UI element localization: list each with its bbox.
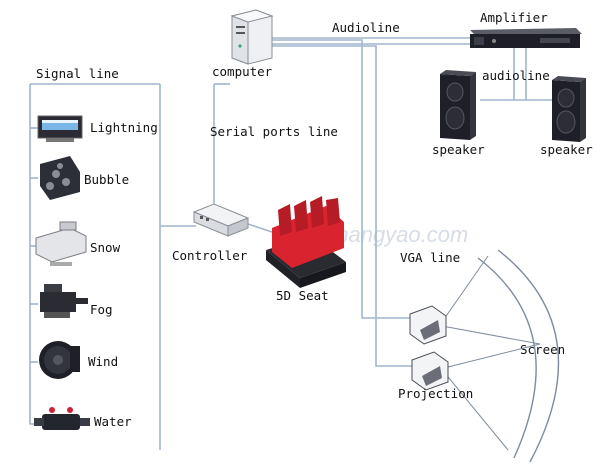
projection-label: Projection <box>398 386 473 401</box>
audioline-mid-label: audioline <box>482 68 550 83</box>
controller-icon <box>192 203 250 237</box>
serial-ports-label: Serial ports line <box>210 124 338 139</box>
effect-label-bubble: Bubble <box>84 172 129 187</box>
speaker-left-label: speaker <box>432 142 485 157</box>
effect-label-water: Water <box>94 414 132 429</box>
projector-bottom-icon <box>411 351 449 391</box>
projector-top-icon <box>409 305 447 345</box>
effect-label-fog: Fog <box>90 302 113 317</box>
fog-icon <box>40 284 88 318</box>
seat-icon <box>266 196 346 288</box>
lightning-icon <box>37 115 83 142</box>
controller-label: Controller <box>172 248 248 263</box>
wiring <box>29 37 556 450</box>
signal-line-label: Signal line <box>36 66 119 81</box>
speaker-left-icon <box>440 70 476 140</box>
snow-icon <box>35 221 87 266</box>
amplifier-label: Amplifier <box>480 10 548 25</box>
computer-label: computer <box>212 64 273 79</box>
screen-label: Screen <box>520 342 565 357</box>
audioline-top-label: Audioline <box>332 20 400 35</box>
effect-label-snow: Snow <box>90 240 121 255</box>
amplifier-icon <box>470 28 582 48</box>
speaker-right-label: speaker <box>540 142 593 157</box>
effect-label-wind: Wind <box>88 354 118 369</box>
water-icon <box>34 407 90 430</box>
computer-icon <box>230 9 274 65</box>
projection-beams <box>441 255 541 451</box>
screen-arc-front <box>477 257 537 459</box>
bubble-icon <box>40 156 80 200</box>
vga-wire-1 <box>270 39 412 319</box>
wind-icon <box>39 341 80 379</box>
vga-wire-2 <box>270 45 412 367</box>
speaker-right-icon <box>552 76 586 142</box>
effect-label-lightning: Lightning <box>90 120 158 135</box>
screen-arc-back <box>497 249 560 463</box>
vga-line-label: VGA line <box>400 250 460 265</box>
seat-label: 5D Seat <box>276 288 329 303</box>
